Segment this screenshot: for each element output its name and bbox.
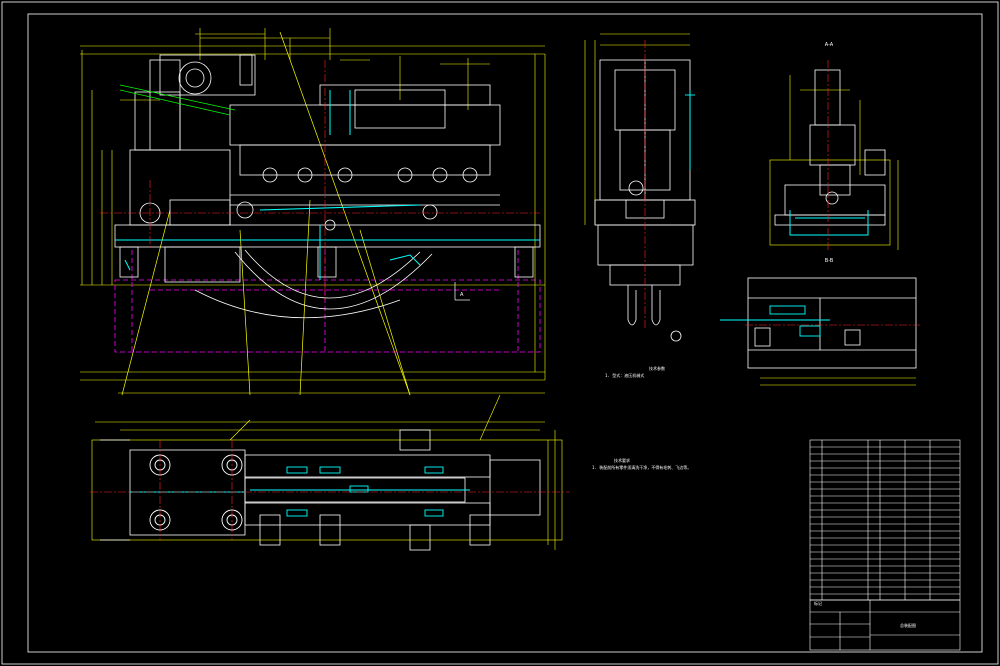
- drawing-name: 总装配图: [900, 623, 916, 628]
- tech-param-line: 1. 型式：液压机械式: [605, 372, 645, 378]
- side-view: [584, 33, 696, 342]
- title-block-label: 标记: [814, 601, 822, 606]
- tech-params: 技术参数 1. 型式：液压机械式2. 额定压力：xxx 驱动压力 xxx 合模压…: [605, 366, 665, 380]
- bom-table: [809, 439, 961, 601]
- tech-requirements-heading: 技术要求: [614, 458, 630, 463]
- tech-requirements: 技术要求 1. 装配前所有零件须清洗干净，不得有毛刺、飞边等。2. 各运动部件装…: [592, 458, 694, 472]
- section-a-a-label: A-A: [825, 42, 834, 48]
- tech-requirement-line: 1. 装配前所有零件须清洗干净，不得有毛刺、飞边等。: [592, 464, 692, 470]
- section-marker-a: A: [460, 292, 464, 298]
- detail-view: [720, 277, 920, 386]
- tech-params-heading: 技术参数: [649, 366, 665, 371]
- front-view: [80, 28, 546, 396]
- section-a-a: [769, 60, 899, 250]
- plan-view: [90, 394, 570, 551]
- section-b-b-label: B-B: [825, 258, 834, 264]
- title-block: [809, 599, 961, 651]
